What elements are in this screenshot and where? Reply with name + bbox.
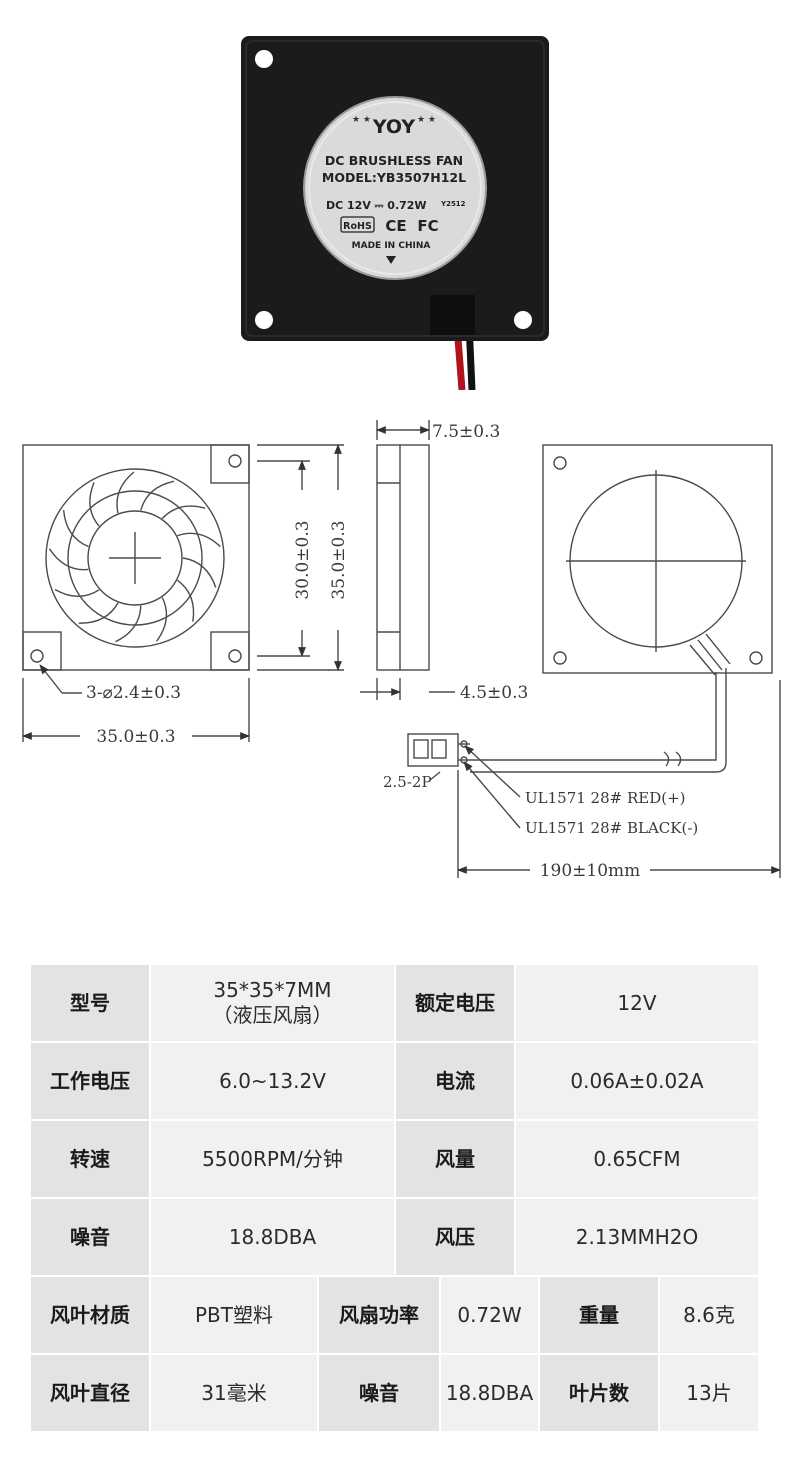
impeller-blade — [156, 597, 168, 642]
spec-value: 18.8DBA — [151, 1199, 394, 1275]
impeller-blade — [116, 471, 135, 514]
impeller-blade — [48, 548, 89, 571]
impeller-blade — [161, 505, 206, 519]
spec-row: 噪音 18.8DBA 风压 2.13MMH2O — [31, 1199, 758, 1275]
impeller-blade — [54, 588, 100, 598]
model-type: （液压风扇） — [212, 1003, 333, 1027]
front-view-outline — [22, 444, 250, 671]
impeller-blade — [89, 482, 100, 527]
rotation-arrow-icon — [386, 256, 396, 264]
brand-logo: YOY — [372, 116, 416, 138]
width-dimension: 35.0±0.3 — [96, 727, 175, 747]
spec-label: 额定电压 — [396, 965, 514, 1041]
spec-value: 5500RPM/分钟 — [151, 1121, 394, 1197]
spec-label: 叶片数 — [540, 1355, 658, 1431]
spec-label: 电流 — [396, 1043, 514, 1119]
cable-length-dimension: 190±10mm — [540, 861, 641, 881]
spec-label: 型号 — [31, 965, 149, 1041]
mounting-hole — [255, 311, 273, 329]
back-view-outline — [542, 444, 773, 674]
side-view-outline — [376, 444, 430, 671]
spec-value: 31毫米 — [151, 1355, 317, 1431]
thickness-dimension: 7.5±0.3 — [432, 422, 500, 442]
connector-label: 2.5-2P — [383, 773, 432, 791]
label-line-3: DC 12V ⎓ 0.72W — [326, 199, 427, 212]
technical-drawing: 7.5±0.3 3-⌀2.4±0.3 35.0±0.3 4.5±0.3 30.0… — [22, 420, 781, 881]
label-code: Y2512 — [440, 200, 466, 208]
impeller-blade — [78, 602, 119, 624]
spec-value: 13片 — [660, 1355, 758, 1431]
impeller-blade — [177, 532, 221, 548]
fan-label-sticker — [303, 96, 487, 280]
svg-text:★ ★: ★ ★ — [352, 115, 371, 125]
spec-label: 噪音 — [319, 1355, 439, 1431]
spec-row: 转速 5500RPM/分钟 风量 0.65CFM — [31, 1121, 758, 1197]
spec-label: 风量 — [396, 1121, 514, 1197]
spec-value: PBT塑料 — [151, 1277, 317, 1353]
impeller-blade — [182, 557, 217, 588]
fan-product-photo: YOY ★ ★ ★ ★ DC BRUSHLESS FAN MODEL:YB350… — [241, 36, 549, 390]
spec-value: 0.72W — [441, 1277, 538, 1353]
spec-label: 风扇功率 — [319, 1277, 439, 1353]
rohs-mark — [340, 216, 375, 233]
spec-value: 0.65CFM — [516, 1121, 758, 1197]
spec-value: 8.6克 — [660, 1277, 758, 1353]
spec-row: 风叶直径 31毫米 噪音 18.8DBA 叶片数 13片 — [31, 1355, 758, 1431]
spec-label: 工作电压 — [31, 1043, 149, 1119]
outlet-dimension: 4.5±0.3 — [460, 683, 528, 703]
mounting-hole — [514, 311, 532, 329]
spec-row: 风叶材质 PBT塑料 风扇功率 0.72W 重量 8.6克 — [31, 1277, 758, 1353]
spec-row: 工作电压 6.0~13.2V 电流 0.06A±0.02A — [31, 1043, 758, 1119]
spec-label: 风叶材质 — [31, 1277, 149, 1353]
model-size: 35*35*7MM — [213, 978, 332, 1002]
spec-table: 型号 35*35*7MM （液压风扇） 额定电压 12V 工作电压 6.0~13… — [31, 965, 758, 1433]
connector-drawing — [407, 733, 459, 767]
spec-row: 型号 35*35*7MM （液压风扇） 额定电压 12V — [31, 965, 758, 1041]
red-wire-label: UL1571 28# RED(+) — [525, 789, 686, 807]
label-line-2: MODEL:YB3507H12L — [322, 170, 466, 185]
label-line-1: DC BRUSHLESS FAN — [325, 153, 463, 168]
spec-label: 重量 — [540, 1277, 658, 1353]
rohs-text: RoHS — [343, 221, 372, 232]
spec-label: 风叶直径 — [31, 1355, 149, 1431]
hole-dimension: 3-⌀2.4±0.3 — [86, 683, 181, 703]
ce-mark: CE — [385, 217, 406, 235]
fc-mark: FC — [417, 217, 438, 235]
origin-text: MADE IN CHINA — [352, 241, 431, 251]
impeller-blade — [140, 480, 175, 511]
spec-value: 12V — [516, 965, 758, 1041]
spec-value: 0.06A±0.02A — [516, 1043, 758, 1119]
black-wire-label: UL1571 28# BLACK(-) — [525, 819, 698, 837]
spec-value: 2.13MMH2O — [516, 1199, 758, 1275]
impeller-blade — [177, 579, 195, 622]
spec-label: 风压 — [396, 1199, 514, 1275]
spec-value: 35*35*7MM （液压风扇） — [151, 965, 394, 1041]
cable-drawing — [470, 672, 717, 761]
spec-label: 转速 — [31, 1121, 149, 1197]
spec-value: 18.8DBA — [441, 1355, 538, 1431]
svg-text:★ ★: ★ ★ — [417, 115, 436, 125]
impeller-blade — [62, 509, 89, 548]
height-dimension: 35.0±0.3 — [329, 520, 349, 599]
impeller-blade — [115, 605, 142, 643]
spec-label: 噪音 — [31, 1199, 149, 1275]
spec-value: 6.0~13.2V — [151, 1043, 394, 1119]
hole-pitch-dimension: 30.0±0.3 — [293, 520, 313, 599]
mounting-hole — [255, 50, 273, 68]
